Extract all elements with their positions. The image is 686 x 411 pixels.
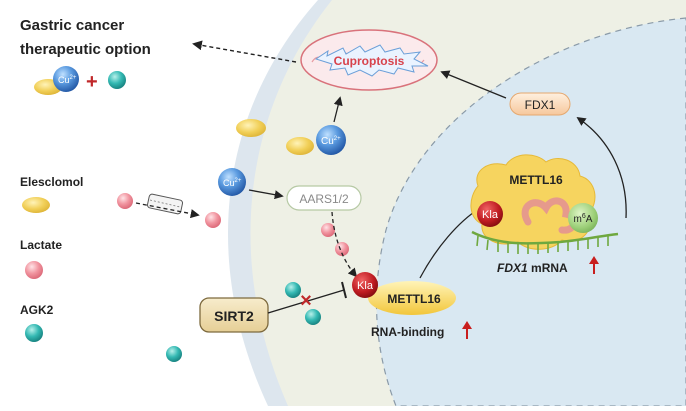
mrna-ticks [476,235,609,254]
legend-elesclomol-icon [22,197,50,213]
svg-text:Cu2+: Cu2+ [321,136,341,147]
fdx1-label: FDX1 [525,98,556,112]
svg-text:Kla: Kla [482,209,499,221]
mettl16-cytoplasm-label: METTL16 [387,292,441,306]
elesclomol-molecule [286,137,314,155]
copper-ion: Cu2+ [218,168,246,196]
mettl16-cytoplasm [368,281,456,315]
sirt2-protein [199,297,269,333]
inhibit-cross-icon: × [300,290,312,312]
plus-sign: + [86,71,98,93]
svg-text:Kla: Kla [357,280,374,292]
copper-ion: Cu2+ [53,66,79,92]
mettl16-to-fdx1-arrow [576,116,627,219]
rna-binding-label: RNA-binding [371,325,444,339]
sirt2-label: SIRT2 [214,308,254,324]
membrane-transporter-icon [146,193,184,215]
legend-lactate-label: Lactate [20,238,62,252]
title-line1: Gastric cancer [20,17,124,34]
copper-ion: Cu2+ [316,125,346,155]
agk2-molecule [305,309,321,325]
legend-lactate-icon [25,261,43,279]
lactylation-dashed-arrow [331,211,358,278]
lactate-import-arrow [135,202,200,219]
rna-binding-up-arrow-icon [462,321,472,339]
svg-text:Cu2+: Cu2+ [223,178,242,188]
m6a-modification: m6A [568,203,598,233]
therapy-dashed-arrow [192,40,297,63]
sirt2-inhibition-bar [341,281,347,299]
aars-label: AARS1/2 [299,192,349,206]
fdx1-protein [509,92,571,116]
aars-protein [286,185,362,211]
svg-text:m6A: m6A [574,213,593,225]
lactate-molecule [321,223,335,237]
lactate-molecule [335,242,349,256]
mrna-up-arrow-icon [589,256,599,274]
lactate-molecule-outside [117,193,133,209]
kla-modification: Kla [352,272,378,298]
agk2-molecule [166,346,182,362]
cu-to-aars-arrow [248,189,284,200]
legend-agk2-label: AGK2 [20,303,54,317]
mettl16-nucleus-label: METTL16 [509,173,563,187]
sirt2-inhibition-line [267,289,345,314]
agk2-molecule [108,71,126,89]
cuproptosis-label: Cuproptosis [334,54,405,68]
fdx1-mrna-strand [471,230,619,245]
legend-elesclomol-label: Elesclomol [20,175,83,189]
svg-text:Cu2+: Cu2+ [58,75,77,85]
fdx1-to-cuproptosis-arrow [440,70,507,99]
cu-to-mito-arrow [333,96,343,123]
elesclomol-molecule [236,119,266,137]
lactate-molecule-inside [205,212,221,228]
kla-modification: Kla [477,201,503,227]
fdx1-mrna-label: FDX1 mRNA [497,261,568,275]
title-line2: therapeutic option [20,41,151,58]
agk2-molecule [285,282,301,298]
legend-agk2-icon [25,324,43,342]
cuproptosis-burst-icon [314,44,429,77]
